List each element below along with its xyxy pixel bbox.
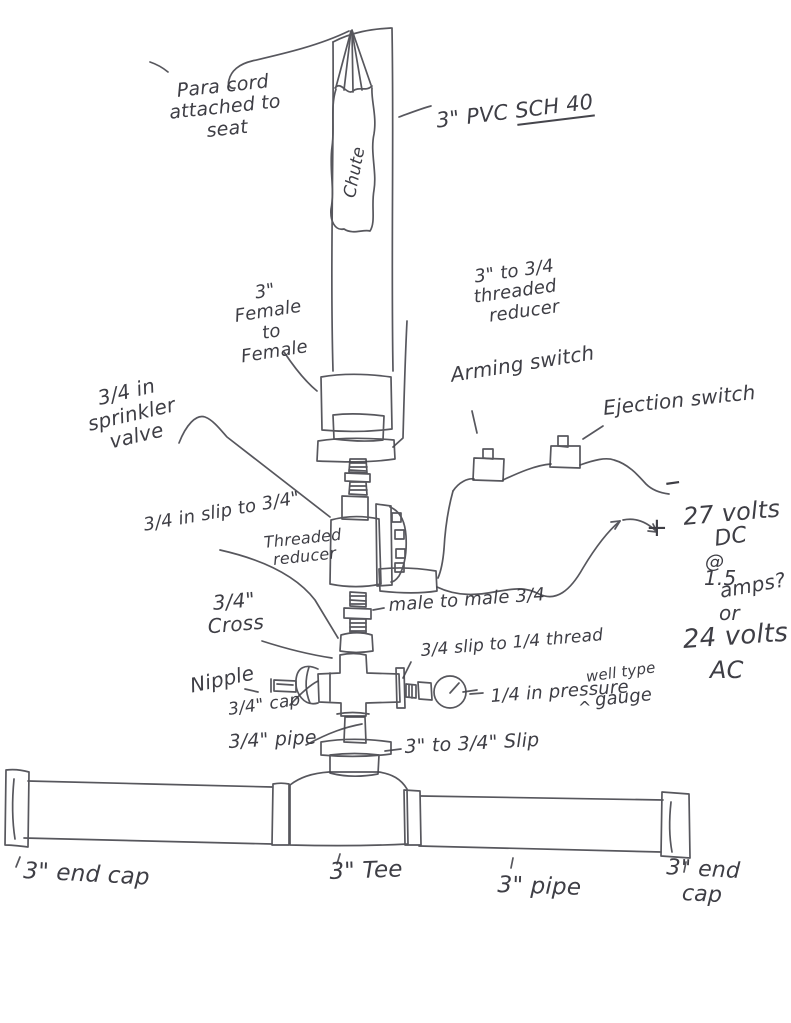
label-power-ac: AC xyxy=(710,656,744,684)
leader-lines-drawing xyxy=(178,105,604,752)
arming-switch-drawing xyxy=(472,448,505,482)
label-tee: 3" Tee xyxy=(329,856,404,885)
para-cord-drawing xyxy=(149,30,350,90)
label-para-cord: Para cord attached to seat xyxy=(168,70,282,142)
launch-tube-drawing xyxy=(330,27,394,372)
lower-train-drawing xyxy=(320,716,392,777)
label-power-dc: DC xyxy=(712,522,749,552)
label-pipe-34: 3/4" pipe xyxy=(227,726,318,753)
ejection-switch-drawing xyxy=(549,435,581,469)
label-plus-terminal: + xyxy=(646,513,668,543)
label-power-at: @ xyxy=(705,551,725,573)
base-pipe-assembly-drawing xyxy=(4,768,691,873)
male-to-male-fitting-drawing xyxy=(339,591,374,654)
label-cross: 3/4" Cross xyxy=(206,587,265,638)
pressure-gauge-drawing xyxy=(433,675,484,709)
valve-train-drawing xyxy=(329,458,438,594)
cross-assembly-drawing xyxy=(270,652,433,717)
label-caret: ^ xyxy=(578,698,592,717)
label-power-amps-value: 1.5 xyxy=(704,566,737,590)
wires-drawing xyxy=(436,457,670,598)
label-power-or: or xyxy=(719,601,740,625)
label-pipe-3: 3" pipe xyxy=(497,872,582,901)
label-end-cap-right: 3" end cap xyxy=(665,855,741,908)
coupling-drawing xyxy=(316,373,396,463)
label-female-to-female: 3" Female to Female xyxy=(233,279,310,368)
